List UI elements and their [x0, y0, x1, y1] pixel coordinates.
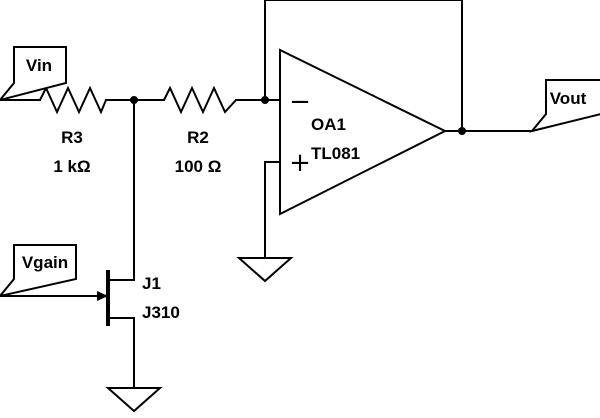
j1-value-label: J310	[142, 303, 180, 322]
opamp-noninverting-symbol: +	[289, 148, 311, 178]
jfet-j1-symbol	[97, 270, 110, 326]
resistor-r2-symbol	[163, 85, 237, 115]
ground-symbol-jfet	[105, 387, 163, 413]
port-vout-label: Vout	[550, 89, 587, 108]
wire-feedback	[264, 0, 463, 132]
port-tag-shape	[0, 46, 67, 102]
ground-symbol-opamp	[236, 257, 294, 283]
port-vgain: Vgain	[0, 244, 77, 298]
oa1-value-label: TL081	[311, 144, 360, 163]
port-vin: Vin	[0, 46, 67, 102]
port-vin-label: Vin	[26, 56, 52, 75]
junctions	[130, 96, 466, 135]
wire-drain	[109, 99, 135, 281]
resistor-r3-symbol	[39, 85, 107, 115]
oa1-ref-label: OA1	[311, 115, 346, 134]
j1-ref-label: J1	[142, 274, 161, 293]
port-tag-shape	[529, 79, 600, 133]
r2-ref-label: R2	[187, 128, 209, 147]
opamp-oa1-symbol	[279, 48, 448, 216]
wire-noninverting-ground	[264, 161, 281, 259]
wire-source	[109, 317, 135, 389]
junction-dot	[261, 96, 269, 104]
port-tag-shape	[0, 244, 77, 298]
r3-ref-label: R3	[61, 128, 83, 147]
r3-value-label: 1 kΩ	[53, 157, 90, 176]
wires	[0, 0, 533, 389]
junction-dot	[458, 127, 466, 135]
r2-value-label: 100 Ω	[175, 157, 222, 176]
port-vgain-label: Vgain	[22, 253, 68, 272]
port-vout: Vout	[529, 79, 600, 133]
opamp-inverting-symbol: −	[289, 87, 311, 117]
gate-arrow-icon	[97, 291, 108, 301]
junction-dot	[130, 96, 138, 104]
